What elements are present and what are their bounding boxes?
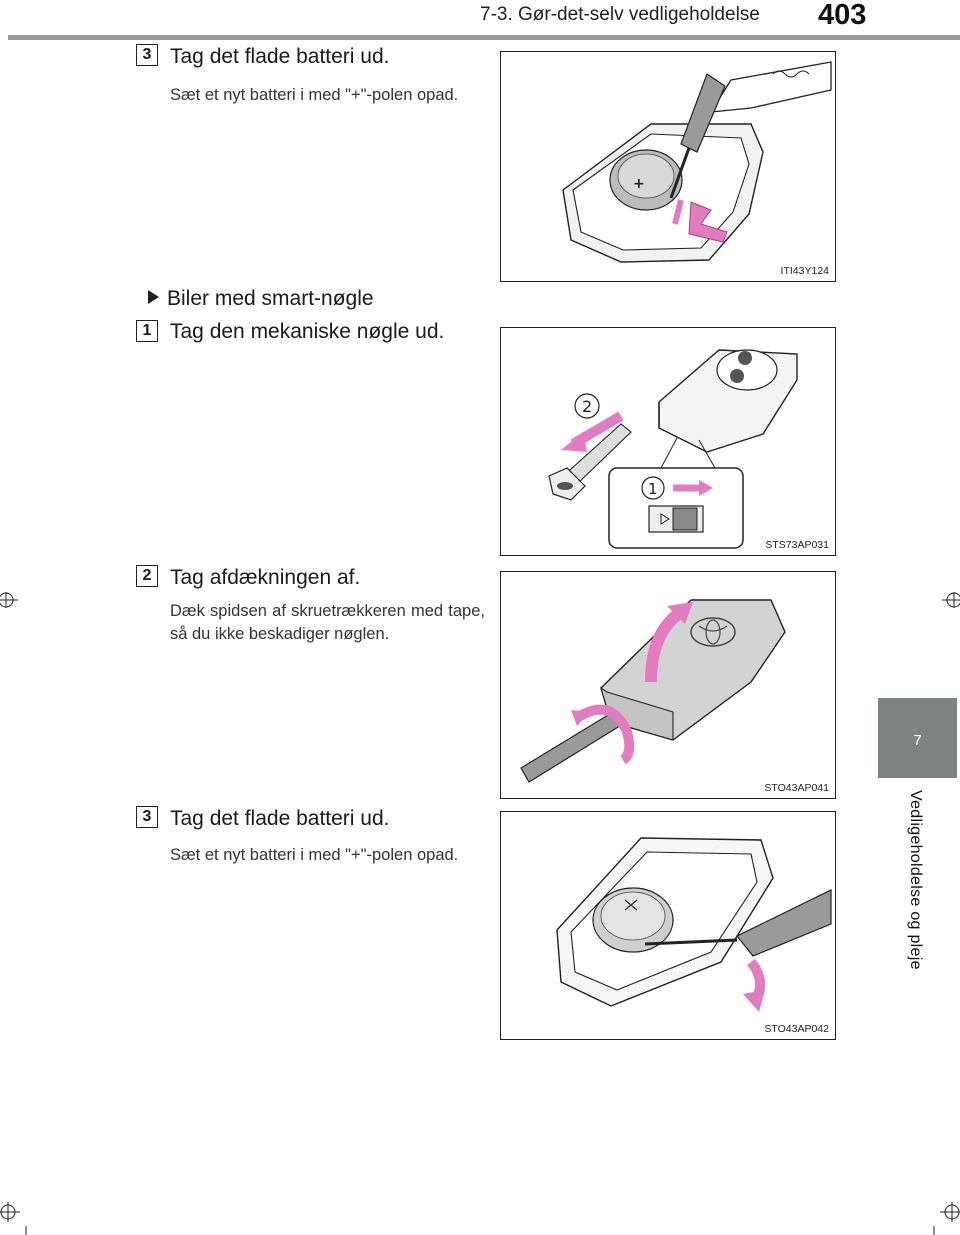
crop-mark-bottom-right — [933, 1202, 960, 1235]
step-title: Tag det flade batteri ud. — [170, 807, 390, 830]
svg-text:+: + — [633, 176, 645, 192]
step-note: Sæt et nyt batteri i med "+"-polen opad. — [170, 846, 459, 864]
chapter-title: Vedligeholdelse og pleje — [878, 790, 957, 1000]
step-title: Tag afdækningen af. — [170, 566, 361, 589]
figure-smart-key-battery-removal: STO43AP042 — [500, 811, 836, 1040]
step-note: Dæk spidsen af skruetrækkeren med tape, … — [170, 602, 485, 643]
registration-mark-right — [942, 592, 960, 608]
svg-text:1: 1 — [648, 480, 658, 498]
crop-mark-bottom-left — [0, 1202, 27, 1235]
step-number-box: 3 — [136, 44, 158, 66]
step-number-box: 3 — [136, 806, 158, 828]
svg-text:2: 2 — [582, 397, 592, 416]
page-number: 403 — [818, 0, 867, 31]
section-title: 7-3. Gør-det-selv vedligeholdelse — [480, 4, 760, 25]
figure-key-battery-removal: + ITI43Y124 — [500, 51, 836, 282]
bullet-text: Biler med smart-nøgle — [167, 287, 374, 310]
figure-code: STO43AP042 — [764, 1023, 829, 1035]
chapter-tab: 7 — [878, 698, 957, 778]
bullet-heading: Biler med smart-nøgle — [148, 287, 374, 311]
header-rule — [8, 35, 960, 40]
chapter-title-text: Vedligeholdelse og pleje — [907, 790, 924, 970]
registration-mark-left — [0, 592, 18, 608]
step-title: Tag det flade batteri ud. — [170, 45, 390, 68]
figure-code: STO43AP041 — [764, 782, 829, 794]
figure-remove-cover: STO43AP041 — [500, 571, 836, 799]
figure-code: STS73AP031 — [765, 539, 829, 551]
step-number-box: 2 — [136, 565, 158, 587]
figure-smart-key-mechanical-key: 2 1 STS73AP031 — [500, 327, 836, 556]
step-title: Tag den mekaniske nøgle ud. — [170, 320, 445, 343]
step-note: Sæt et nyt batteri i med "+"-polen opad. — [170, 86, 459, 104]
figure-code: ITI43Y124 — [780, 265, 829, 277]
chapter-number: 7 — [913, 732, 922, 749]
step-number-box: 1 — [136, 320, 158, 342]
bullet-arrow-icon — [148, 290, 159, 304]
